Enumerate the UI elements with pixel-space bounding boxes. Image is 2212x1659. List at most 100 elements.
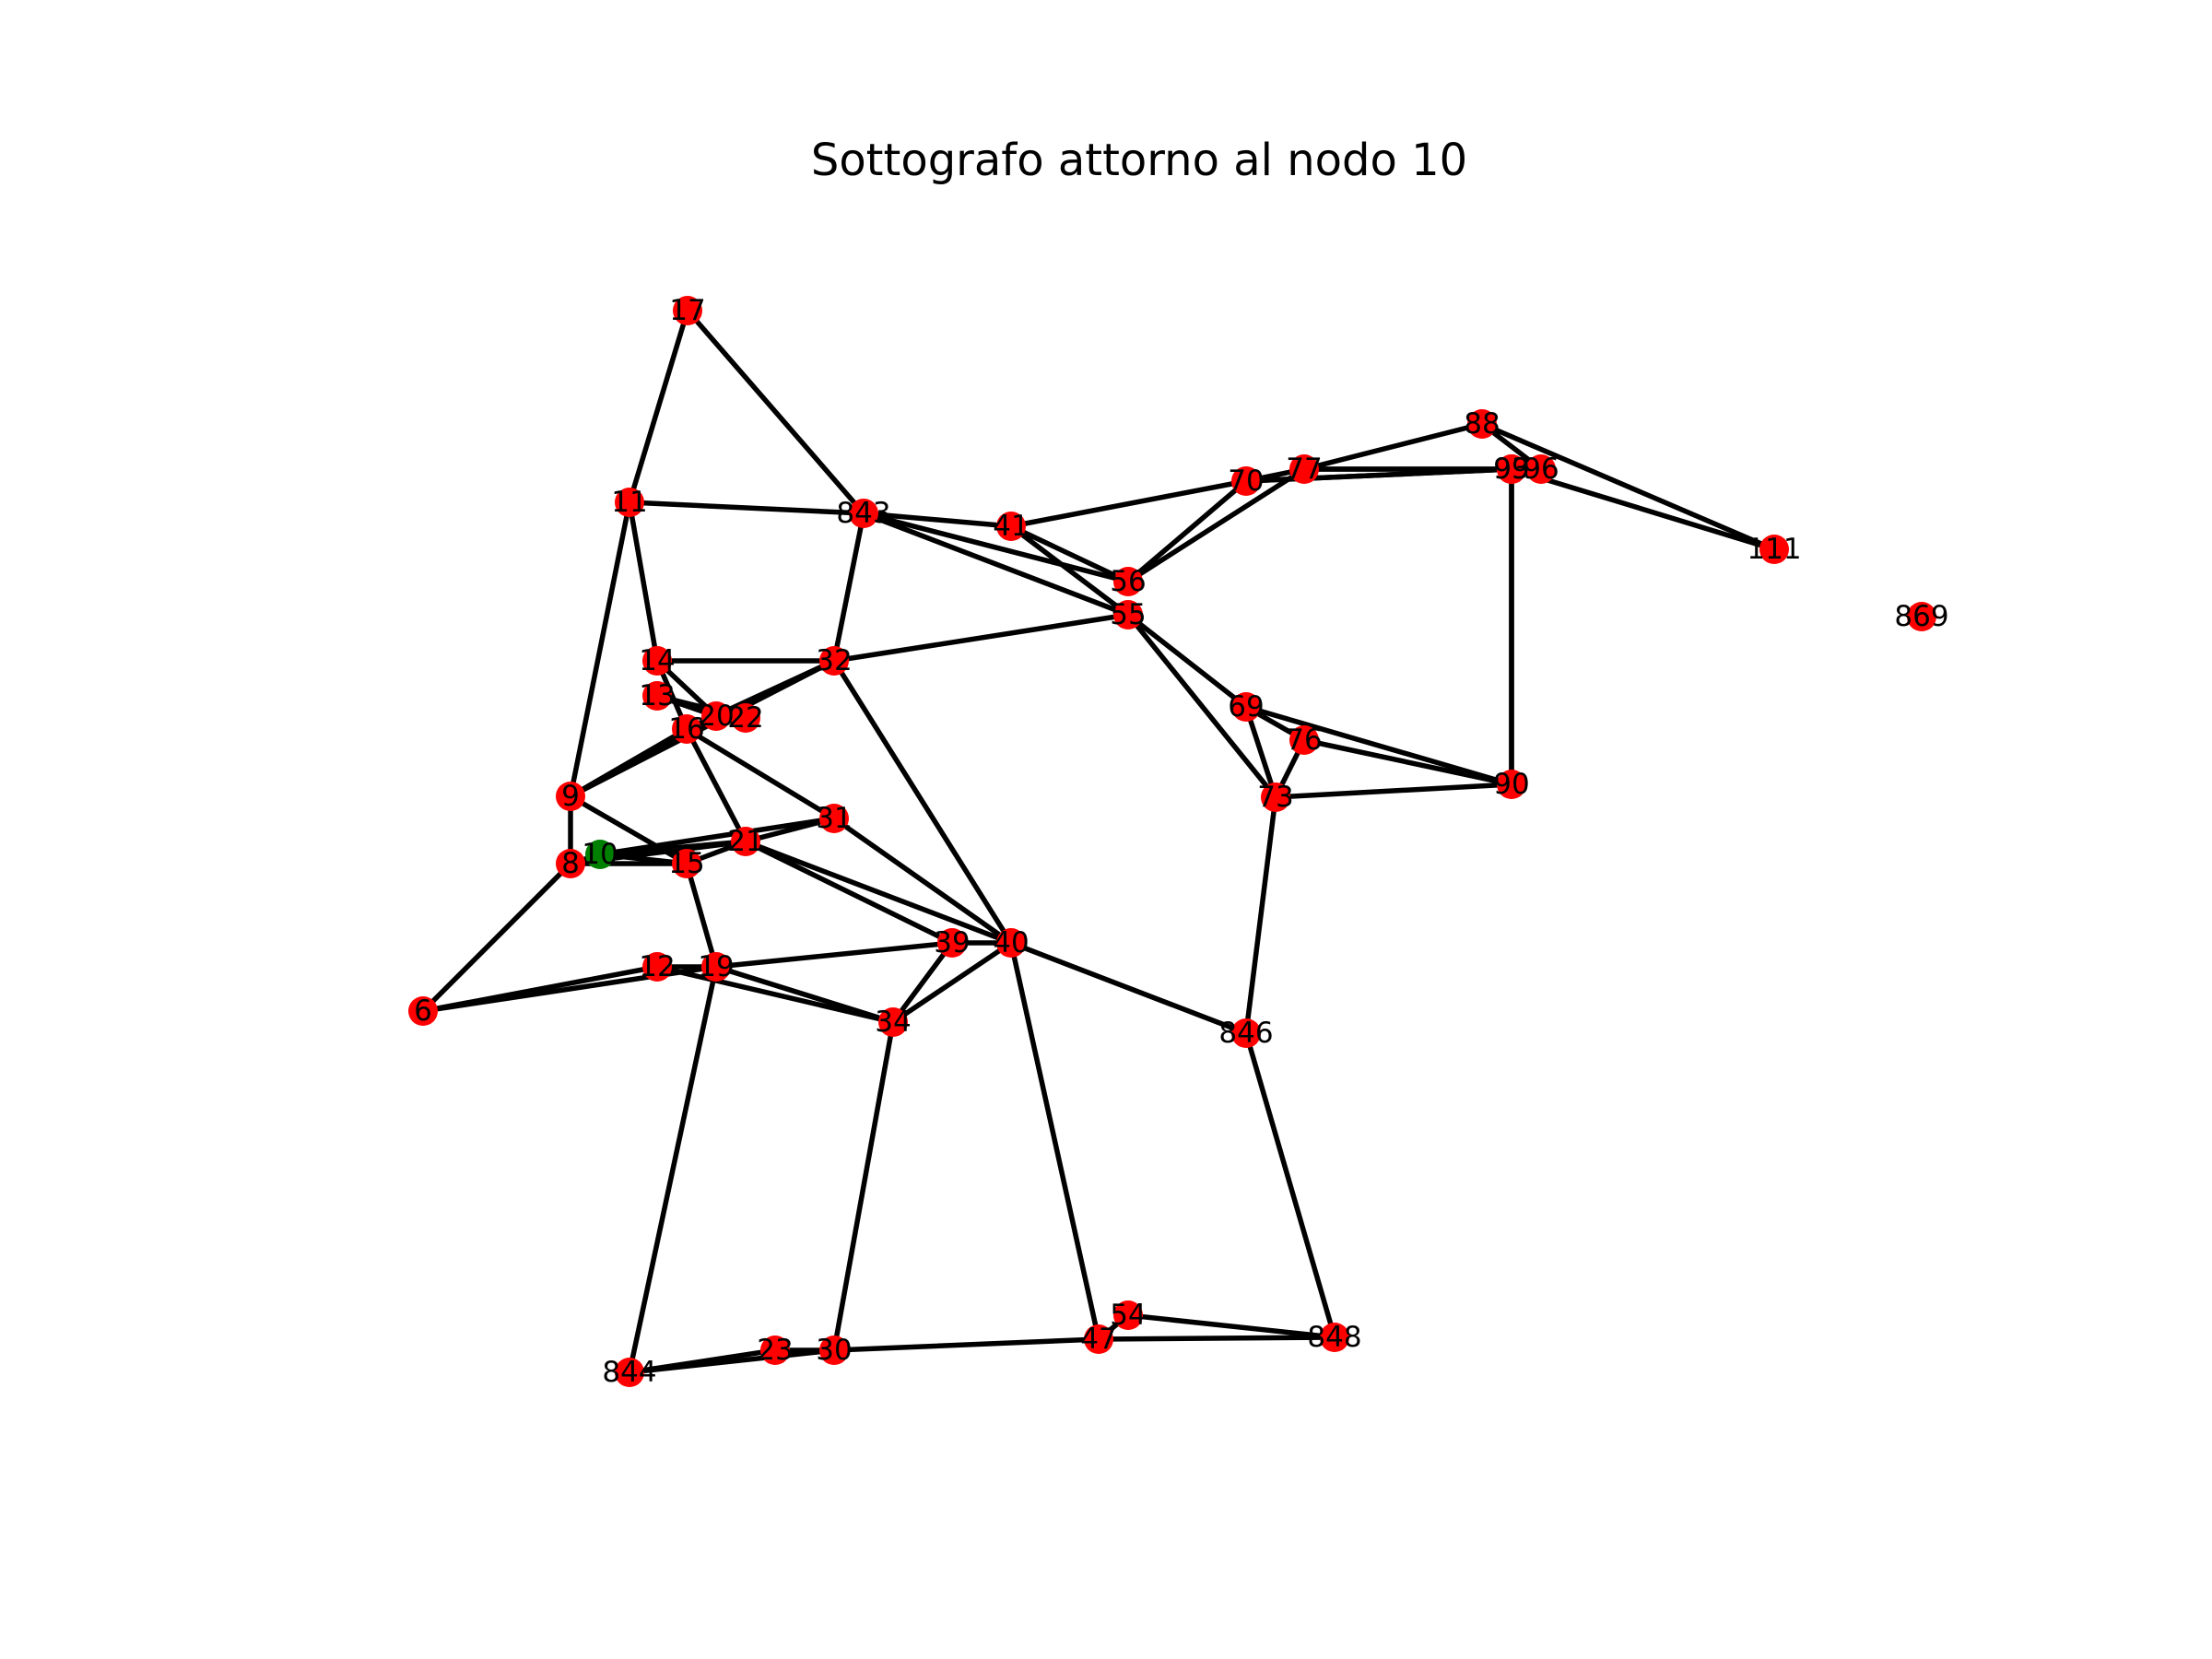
graph-node-13 [642,681,672,711]
node-label-76: 76 [1286,724,1322,757]
graph-edge-16-31 [684,726,837,821]
graph-edge-69-73 [1243,704,1278,800]
node-label-73: 73 [1257,781,1293,814]
graph-edge-39-19 [713,940,955,970]
graph-edge-11-843 [627,500,866,516]
graph-node-55 [1113,600,1143,629]
graph-edge-846-848 [1243,1030,1337,1340]
node-label-77: 77 [1286,453,1322,486]
graph-node-20 [701,701,731,731]
graph-edge-73-846 [1243,794,1278,1036]
edges-layer [420,308,1777,1375]
node-label-6: 6 [414,994,432,1028]
graph-edge-40-846 [1008,940,1249,1036]
graph-edge-47-30 [831,1336,1101,1353]
graph-edge-21-39 [743,839,955,946]
node-label-17: 17 [669,294,705,327]
graph-edge-10-31 [597,816,837,857]
node-label-32: 32 [816,644,852,677]
graph-edge-11-14 [627,500,660,664]
graph-node-111 [1759,535,1789,564]
graph-edge-31-40 [831,816,1014,946]
graph-node-848 [1320,1323,1349,1352]
node-label-111: 111 [1747,533,1801,566]
graph-node-73 [1261,782,1290,812]
graph-edge-19-34 [713,964,896,1025]
node-label-56: 56 [1110,565,1146,598]
graph-node-31 [819,804,849,833]
graph-edge-55-69 [1125,612,1249,710]
graph-edge-55-73 [1125,612,1278,800]
node-label-21: 21 [727,825,763,858]
node-label-40: 40 [993,926,1029,959]
graph-edge-8-6 [420,861,573,1014]
node-label-16: 16 [668,712,704,746]
node-label-9: 9 [561,780,580,813]
graph-node-19 [701,952,731,982]
node-label-90: 90 [1493,768,1529,801]
node-label-47: 47 [1080,1323,1116,1356]
graph-edge-843-32 [831,511,866,664]
node-label-14: 14 [639,644,675,677]
graph-node-41 [996,512,1026,541]
graph-edge-41-56 [1008,524,1131,584]
node-label-41: 41 [993,510,1029,543]
graph-edge-21-31 [743,816,837,844]
graph-edge-843-55 [861,511,1131,618]
graph-edge-73-90 [1273,782,1514,800]
graph-node-12 [642,952,672,982]
graph-node-14 [642,646,672,676]
node-label-844: 844 [602,1356,656,1389]
graph-node-844 [615,1358,644,1387]
node-label-848: 848 [1307,1321,1361,1354]
node-label-54: 54 [1110,1299,1146,1332]
graph-edge-55-32 [831,612,1131,664]
graph-edge-69-90 [1243,704,1514,787]
graph-edge-40-34 [890,940,1014,1025]
graph-node-11 [615,488,644,517]
node-label-8: 8 [561,847,580,880]
graph-node-39 [937,928,967,958]
node-label-11: 11 [611,486,647,519]
graph-node-869 [1907,602,1936,631]
graph-edge-843-41 [861,511,1014,529]
node-label-22: 22 [727,701,763,735]
graph-edge-88-111 [1479,421,1777,552]
graph-edge-16-21 [684,726,748,844]
graph-node-16 [672,714,701,744]
graph-node-23 [760,1335,790,1365]
node-label-88: 88 [1464,407,1500,441]
graph-node-21 [731,827,760,856]
node-label-869: 869 [1894,600,1948,633]
graph-edge-15-19 [684,861,719,970]
graph-edge-17-843 [685,308,866,516]
node-label-19: 19 [698,950,734,983]
graph-edge-70-56 [1125,478,1249,584]
node-label-13: 13 [639,679,675,712]
node-label-39: 39 [934,926,970,959]
node-label-93: 93 [1493,453,1529,486]
graph-node-88 [1467,409,1497,439]
graph-edge-30-844 [627,1347,837,1375]
node-label-96: 96 [1523,453,1559,486]
graph-edge-41-55 [1008,524,1131,618]
graph-edge-32-40 [831,658,1014,946]
node-label-69: 69 [1228,690,1264,724]
graph-node-10 [585,840,615,869]
nodes-layer [408,296,1936,1387]
graph-edge-77-56 [1125,466,1307,584]
node-label-55: 55 [1110,598,1146,631]
graph-node-47 [1084,1324,1113,1354]
graph-edge-40-47 [1008,940,1101,1342]
node-label-99: 99 [1493,453,1529,486]
graph-edge-54-848 [1125,1312,1337,1340]
graph-node-99 [1497,454,1526,484]
graph-edge-77-88 [1301,421,1485,472]
graph-node-76 [1289,725,1319,755]
graph-edge-76-90 [1301,737,1514,787]
node-label-10: 10 [582,838,618,871]
graph-node-32 [819,646,849,676]
graph-node-77 [1289,454,1319,484]
